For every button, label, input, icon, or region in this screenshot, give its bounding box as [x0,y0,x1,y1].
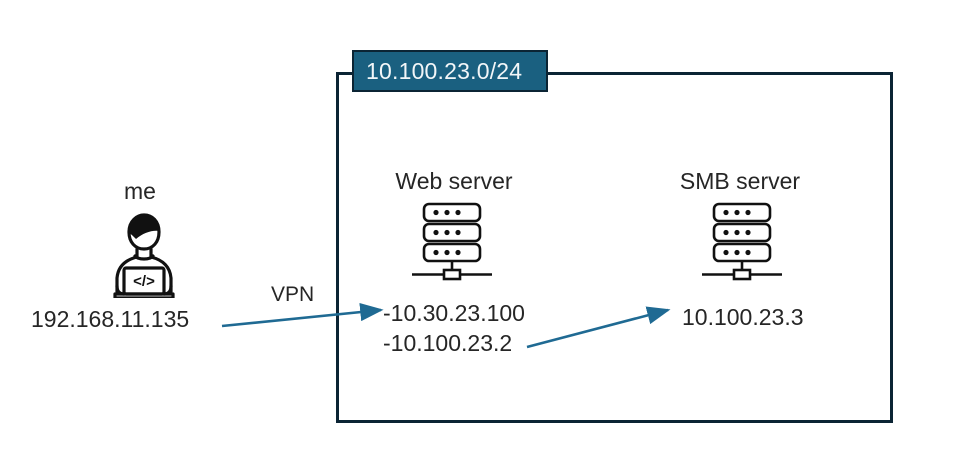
subnet-boundary-box [336,72,893,423]
svg-text:</>: </> [133,273,155,290]
client-ip-address: 192.168.11.135 [31,306,190,332]
server-rack-icon [410,200,494,287]
smb-server-node-title: SMB server [679,168,801,194]
server-rack-icon [700,200,784,287]
web-server-ip-list: -10.30.23.100 -10.100.23.2 [383,298,525,358]
web-server-node-title: Web server [395,168,513,194]
subnet-label-chip: 10.100.23.0/24 [352,50,548,92]
subnet-label-text: 10.100.23.0/24 [366,57,523,84]
smb-server-ip-address: 10.100.23.3 [682,304,804,330]
client-node-title: me [124,178,156,204]
developer-person-icon: </> [98,206,190,303]
vpn-connection-label: VPN [271,283,315,306]
web-server-ip-primary: -10.30.23.100 [383,300,525,326]
web-server-ip-secondary: -10.100.23.2 [383,330,513,356]
